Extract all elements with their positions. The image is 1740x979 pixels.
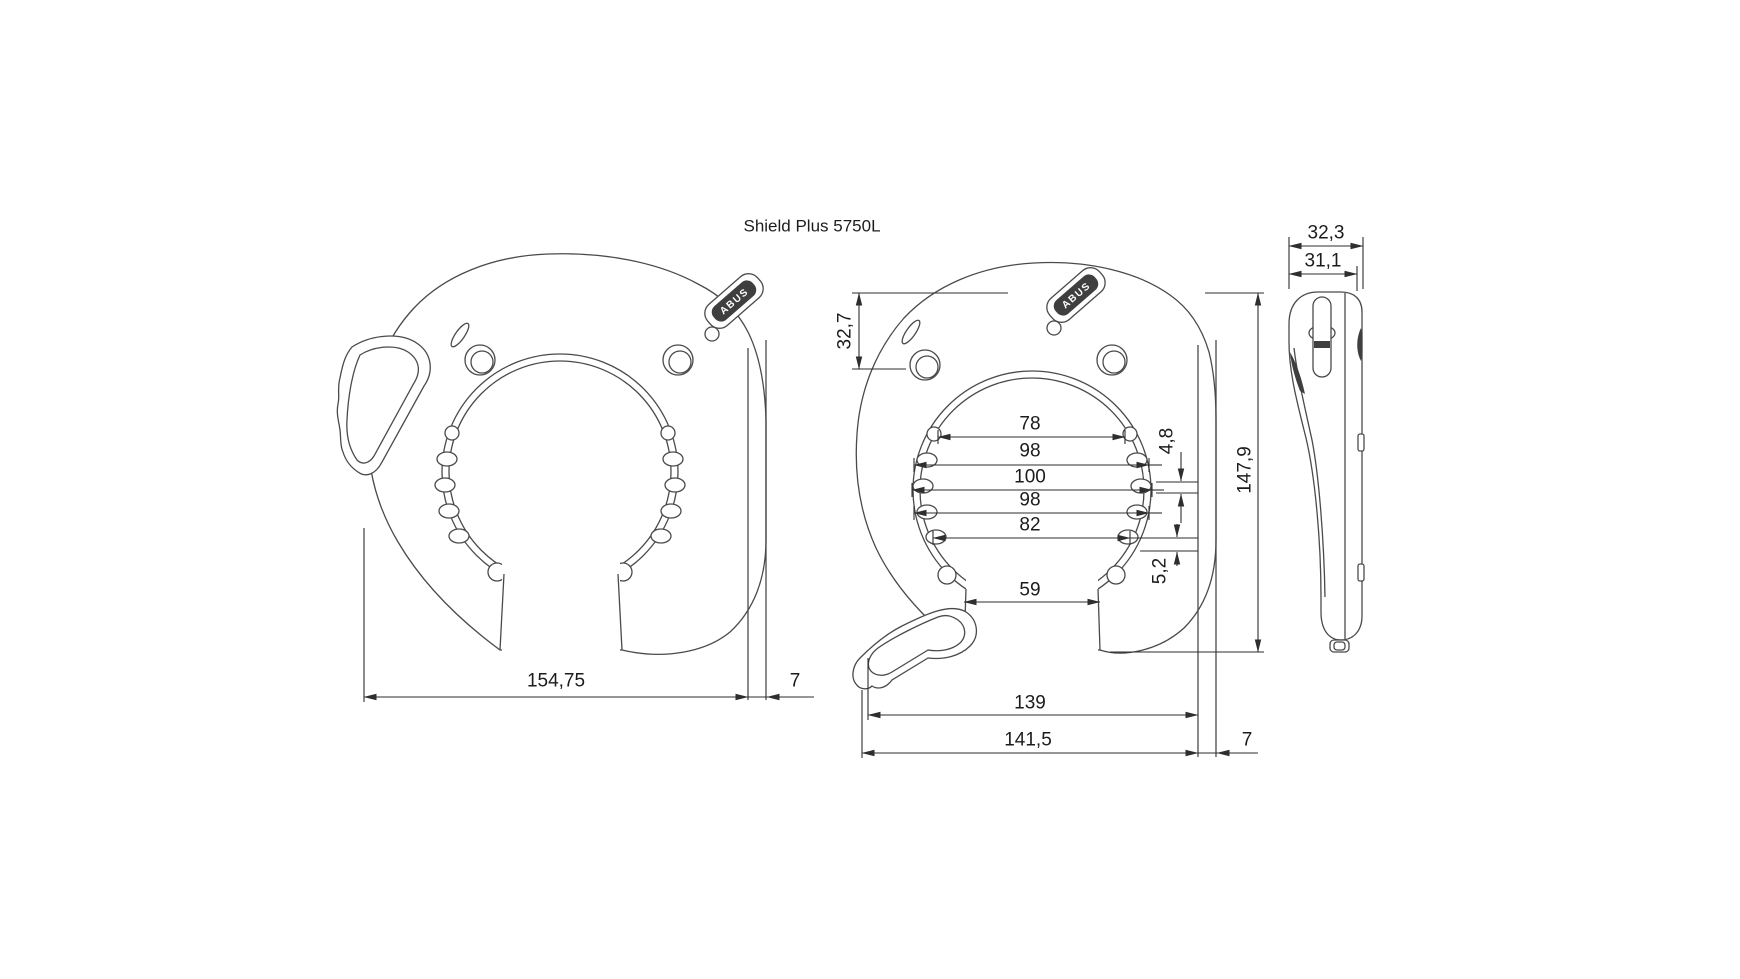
key-slot-band	[1314, 341, 1330, 348]
dim-label-top-hole-offset: 32,7	[834, 312, 856, 350]
dim-label-chord-78: 78	[1019, 413, 1041, 435]
badge-pivot	[1046, 320, 1062, 336]
dim-overall-width	[861, 690, 1199, 758]
page-title: Shield Plus 5750L	[743, 216, 881, 236]
bottom-tab-inner	[1333, 641, 1346, 651]
dim-label-slot-pitch: 4,8	[1156, 427, 1178, 455]
dim-label-flange-right: 7	[1241, 729, 1253, 751]
dim-slot-pitch	[1156, 452, 1198, 523]
dim-label-chord-98b: 98	[1019, 489, 1041, 511]
dim-slot-gap	[1140, 524, 1198, 566]
dim-body-depth	[1288, 266, 1358, 291]
dim-label-chord-98a: 98	[1019, 440, 1041, 462]
dim-overall-depth	[1288, 237, 1364, 289]
dim-label-overall-height: 147,9	[1234, 446, 1256, 494]
front-view: ABUS	[336, 253, 814, 702]
spoke-slots-right	[650, 425, 686, 544]
dim-overall-height	[1110, 292, 1264, 653]
dim-label-chord-100: 100	[1014, 466, 1046, 488]
dimensioned-view: ABUS	[852, 261, 1264, 758]
dim-label-mounting-width: 139	[1014, 692, 1046, 714]
arm-hole	[937, 565, 957, 585]
dim-label-front-flange: 7	[789, 670, 801, 692]
dim-label-bottom-opening: 59	[1019, 579, 1041, 601]
seam-sliver	[450, 322, 470, 348]
mounting-hole	[1096, 344, 1128, 376]
spoke-slots-left	[434, 425, 470, 544]
dim-top-hole-offset	[852, 292, 1008, 370]
dim-label-slot-gap: 5,2	[1149, 557, 1171, 585]
dim-label-chord-82: 82	[1019, 514, 1041, 536]
dim-chord-rows	[911, 430, 1198, 545]
operating-lever	[852, 607, 977, 690]
dim-label-overall-width: 141,5	[1004, 729, 1052, 751]
dim-mounting-width	[867, 658, 1199, 720]
dim-label-body-depth: 31,1	[1304, 250, 1342, 272]
abus-badge: ABUS	[704, 273, 764, 329]
mount-tab	[1357, 433, 1365, 452]
operating-lever	[336, 335, 431, 476]
edge-detail-right	[1357, 328, 1363, 361]
mounting-hole	[909, 349, 941, 381]
dim-label-overall-depth: 32,3	[1307, 222, 1345, 244]
badge-pivot	[704, 326, 720, 342]
seam-sliver	[901, 319, 921, 345]
dim-overall-width-154	[363, 528, 749, 702]
edge-detail-left	[1290, 352, 1305, 394]
mounting-hole	[662, 344, 694, 376]
mounting-hole	[464, 344, 496, 376]
key-slot	[1312, 296, 1332, 378]
mount-tab	[1357, 563, 1365, 582]
arm-hole	[1106, 565, 1126, 585]
dim-label-front-overall-width: 154,75	[526, 670, 586, 692]
side-view	[1288, 237, 1365, 653]
